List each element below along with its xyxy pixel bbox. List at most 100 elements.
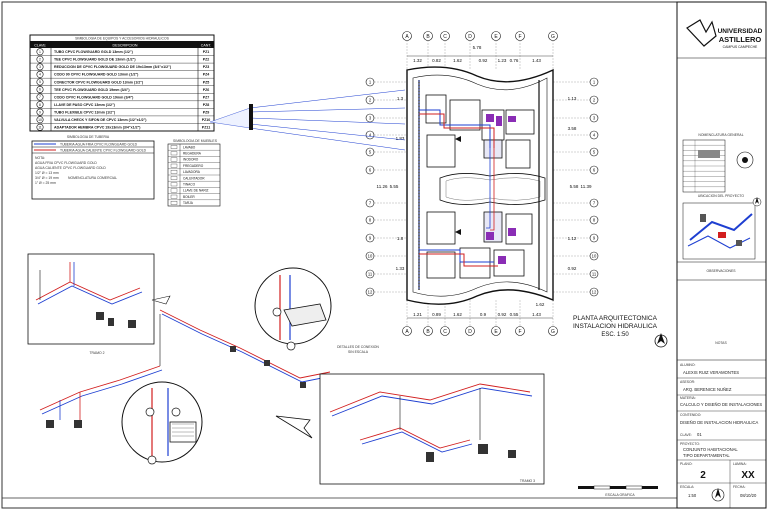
nomenclature-note: NOMENCLATURA COMERCIAL	[68, 176, 117, 180]
legend-key-bubble	[36, 116, 44, 124]
scale-bar-segment-5	[642, 486, 658, 489]
pipe-legend-row-cold: TUBERIA AGUA FRIA CPVC FLOWGUARD GOLD	[60, 143, 138, 147]
axis-bubble-left	[365, 147, 375, 157]
axis-bubble-left	[365, 77, 375, 87]
legend-desc: LLAVE DE PASO CPVC 13mm (1/2")	[54, 103, 116, 107]
axis-label-right: 11	[592, 272, 597, 277]
legend-qty: PZ7	[203, 95, 210, 99]
axis-label-top: G	[551, 34, 555, 40]
axis-bubble-bottom	[515, 326, 525, 336]
graphic-scale: ESCALA GRAFICA	[578, 485, 658, 497]
upper-fixture-2	[496, 116, 502, 126]
legend-key-bubble	[36, 108, 44, 116]
tb-location-north-icon	[752, 197, 762, 207]
axis-label-right: 3	[593, 116, 596, 121]
axis-bubble-right	[589, 198, 599, 208]
upper-fixture-3	[508, 116, 516, 122]
dim-left-value: 1.8	[397, 236, 404, 241]
furniture-symbol-icon	[170, 194, 178, 199]
furniture-legend-title: SIMBOLOGIA DE MUEBLES	[173, 139, 218, 143]
furniture-item: FREGADERO	[183, 164, 204, 168]
isometric-central	[39, 309, 333, 428]
axis-label-right: 8	[593, 218, 596, 223]
tramo-2-fixture-2	[108, 318, 114, 326]
tb-nomenclature-symbol-dot	[742, 157, 748, 163]
axis-bubble-right	[589, 251, 599, 261]
furniture-symbol-icon	[170, 182, 178, 187]
dim-right-value: 1.13	[568, 96, 577, 101]
lower-room-3	[426, 251, 456, 279]
furniture-symbol-icon	[170, 188, 178, 193]
axis-label-right: 9	[593, 236, 596, 241]
furniture-legend-rows: LAVABOREGADERAINODOROFREGADEROLAVADORACA…	[168, 145, 220, 205]
university-name-3: CAMPUS CAMPECHE	[723, 45, 758, 49]
axis-bubble-left	[365, 233, 375, 243]
furniture-item: LLAVE DE NARIZ	[183, 189, 209, 193]
axis-bubble-top	[491, 31, 501, 41]
dim-bottom-value: 1.21	[413, 312, 422, 317]
axis-label-right: 7	[593, 201, 596, 206]
legend-col-desc: DESCRIPCION	[113, 44, 138, 48]
legend-key-bubble	[36, 101, 44, 109]
tb-subject: CALCULO Y DISEÑO DE INSTALACIONES	[680, 402, 762, 407]
riser-cold-water	[486, 148, 491, 229]
furniture-item: CALENTADOR	[183, 176, 205, 180]
axis-bubble-left	[365, 165, 375, 175]
logo-mark-icon	[686, 19, 717, 47]
supply-connection-sketch	[209, 89, 406, 151]
furniture-item: LAVABO	[183, 145, 196, 149]
legend-desc: CODO 90 CPVC FLOWGUARD GOLD 13mm (1/2")	[54, 73, 139, 77]
dim-bottom-value: 0.89	[432, 312, 441, 317]
axis-label-top: B	[426, 34, 430, 40]
dim-right-value: 0.92	[568, 266, 577, 271]
furniture-item: INODORO	[183, 158, 199, 162]
axis-bubble-right	[589, 287, 599, 297]
legend-desc: REDUCCION DE CPVC FLOWGUARD GOLD DE 19x1…	[54, 65, 172, 69]
legend-col-qty: CANT.	[201, 44, 212, 48]
legend-qty: PZ1	[203, 50, 210, 54]
lower-kitchen	[505, 213, 533, 245]
left-fixture-2	[74, 420, 82, 428]
furniture-item: LAVADORA	[183, 170, 201, 174]
axis-bubble-left	[365, 251, 375, 261]
legend-key-bubble	[36, 70, 44, 78]
legend-desc: CODO CPVC FLOWGUARD GOLD 19mm (3/4")	[54, 95, 134, 99]
axis-bubble-left	[365, 287, 375, 297]
tb-subject-label: MATERIA:	[680, 396, 696, 400]
riser-hot-water	[490, 148, 495, 231]
tb-scale-label: ESCALA:	[680, 485, 694, 489]
dim-top-value: 0.92	[479, 58, 488, 63]
legend-desc: TUBO FLEXIBLE CPVC 13mm (1/2")	[54, 110, 116, 114]
courtyard-inner	[445, 177, 541, 201]
axis-label-right: 2	[593, 98, 596, 103]
axis-bubble-bottom	[491, 326, 501, 336]
upper-room-3	[505, 139, 531, 169]
lower-fixture-3	[498, 256, 506, 264]
furniture-symbol-icon	[170, 151, 178, 156]
tb-notes-label: NOTAS	[715, 341, 727, 345]
tb-north-arrow-icon	[711, 488, 725, 502]
upper-room-1	[425, 94, 447, 124]
lower-left-cold-run	[41, 369, 163, 415]
axis-label-left: 9	[369, 236, 372, 241]
axis-label-top: C	[443, 34, 447, 40]
detail-upper-basin	[283, 303, 327, 327]
top-overall-dim: 5.78	[473, 45, 482, 50]
dim-top-value: 0.76	[510, 58, 519, 63]
dim-right-value: 1.12	[568, 236, 577, 241]
legend-key-bubble	[36, 48, 44, 56]
lower-room-2	[459, 247, 491, 279]
tb-location-title: UBICACION DEL PROYECTO	[698, 194, 745, 198]
axis-bubble-right	[589, 95, 599, 105]
tb-key: 01	[697, 432, 702, 437]
axis-label-left: 10	[368, 254, 373, 259]
furniture-symbol-icon	[170, 145, 178, 149]
legend-key: 10	[38, 118, 42, 122]
detail-lower-callout-c1	[147, 455, 157, 465]
furniture-symbol-icon	[170, 201, 178, 205]
graphic-scale-label: ESCALA GRAFICA	[605, 493, 635, 497]
plan-scale: ESC. 1:50	[601, 332, 629, 338]
